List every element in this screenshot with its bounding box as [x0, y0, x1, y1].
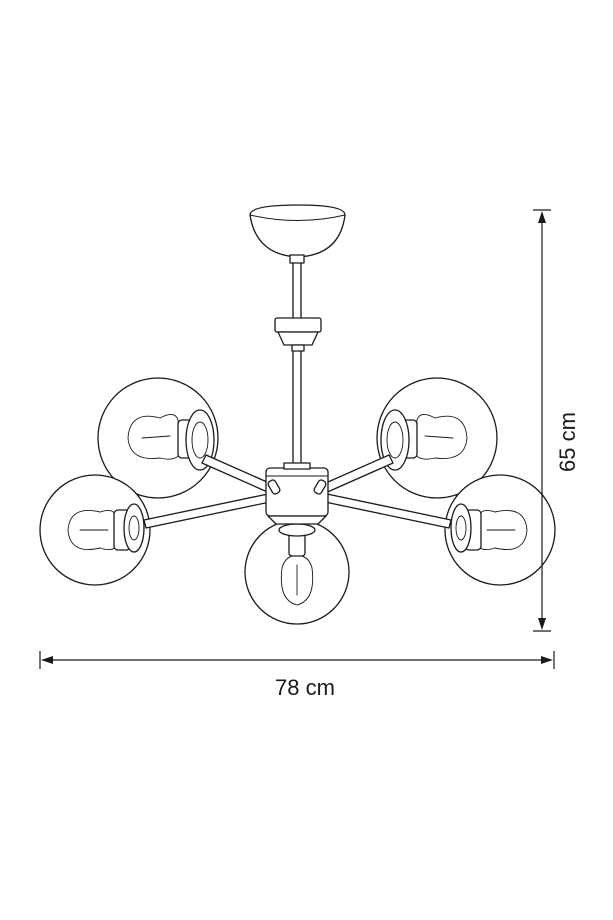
- ceiling-canopy: [249, 204, 346, 264]
- globe-far-right: [444, 474, 556, 586]
- globe-upper-right: [376, 377, 498, 499]
- height-arrow-bottom: [538, 618, 546, 630]
- height-label: 65 cm: [555, 412, 580, 472]
- lower-rod: [292, 350, 302, 467]
- height-arrow-top: [538, 211, 546, 223]
- width-label: 78 cm: [275, 675, 335, 700]
- upper-rod: [292, 262, 302, 319]
- rod-coupling: [274, 317, 322, 352]
- globe-far-left: [39, 474, 151, 586]
- central-hub: [265, 462, 329, 525]
- width-dimension: 78 cm: [39, 651, 555, 700]
- height-dimension: 65 cm: [533, 209, 580, 632]
- width-arrow-right: [541, 656, 553, 664]
- width-arrow-left: [41, 656, 53, 664]
- globe-center-bottom: [244, 519, 350, 625]
- globe-upper-left: [97, 377, 219, 499]
